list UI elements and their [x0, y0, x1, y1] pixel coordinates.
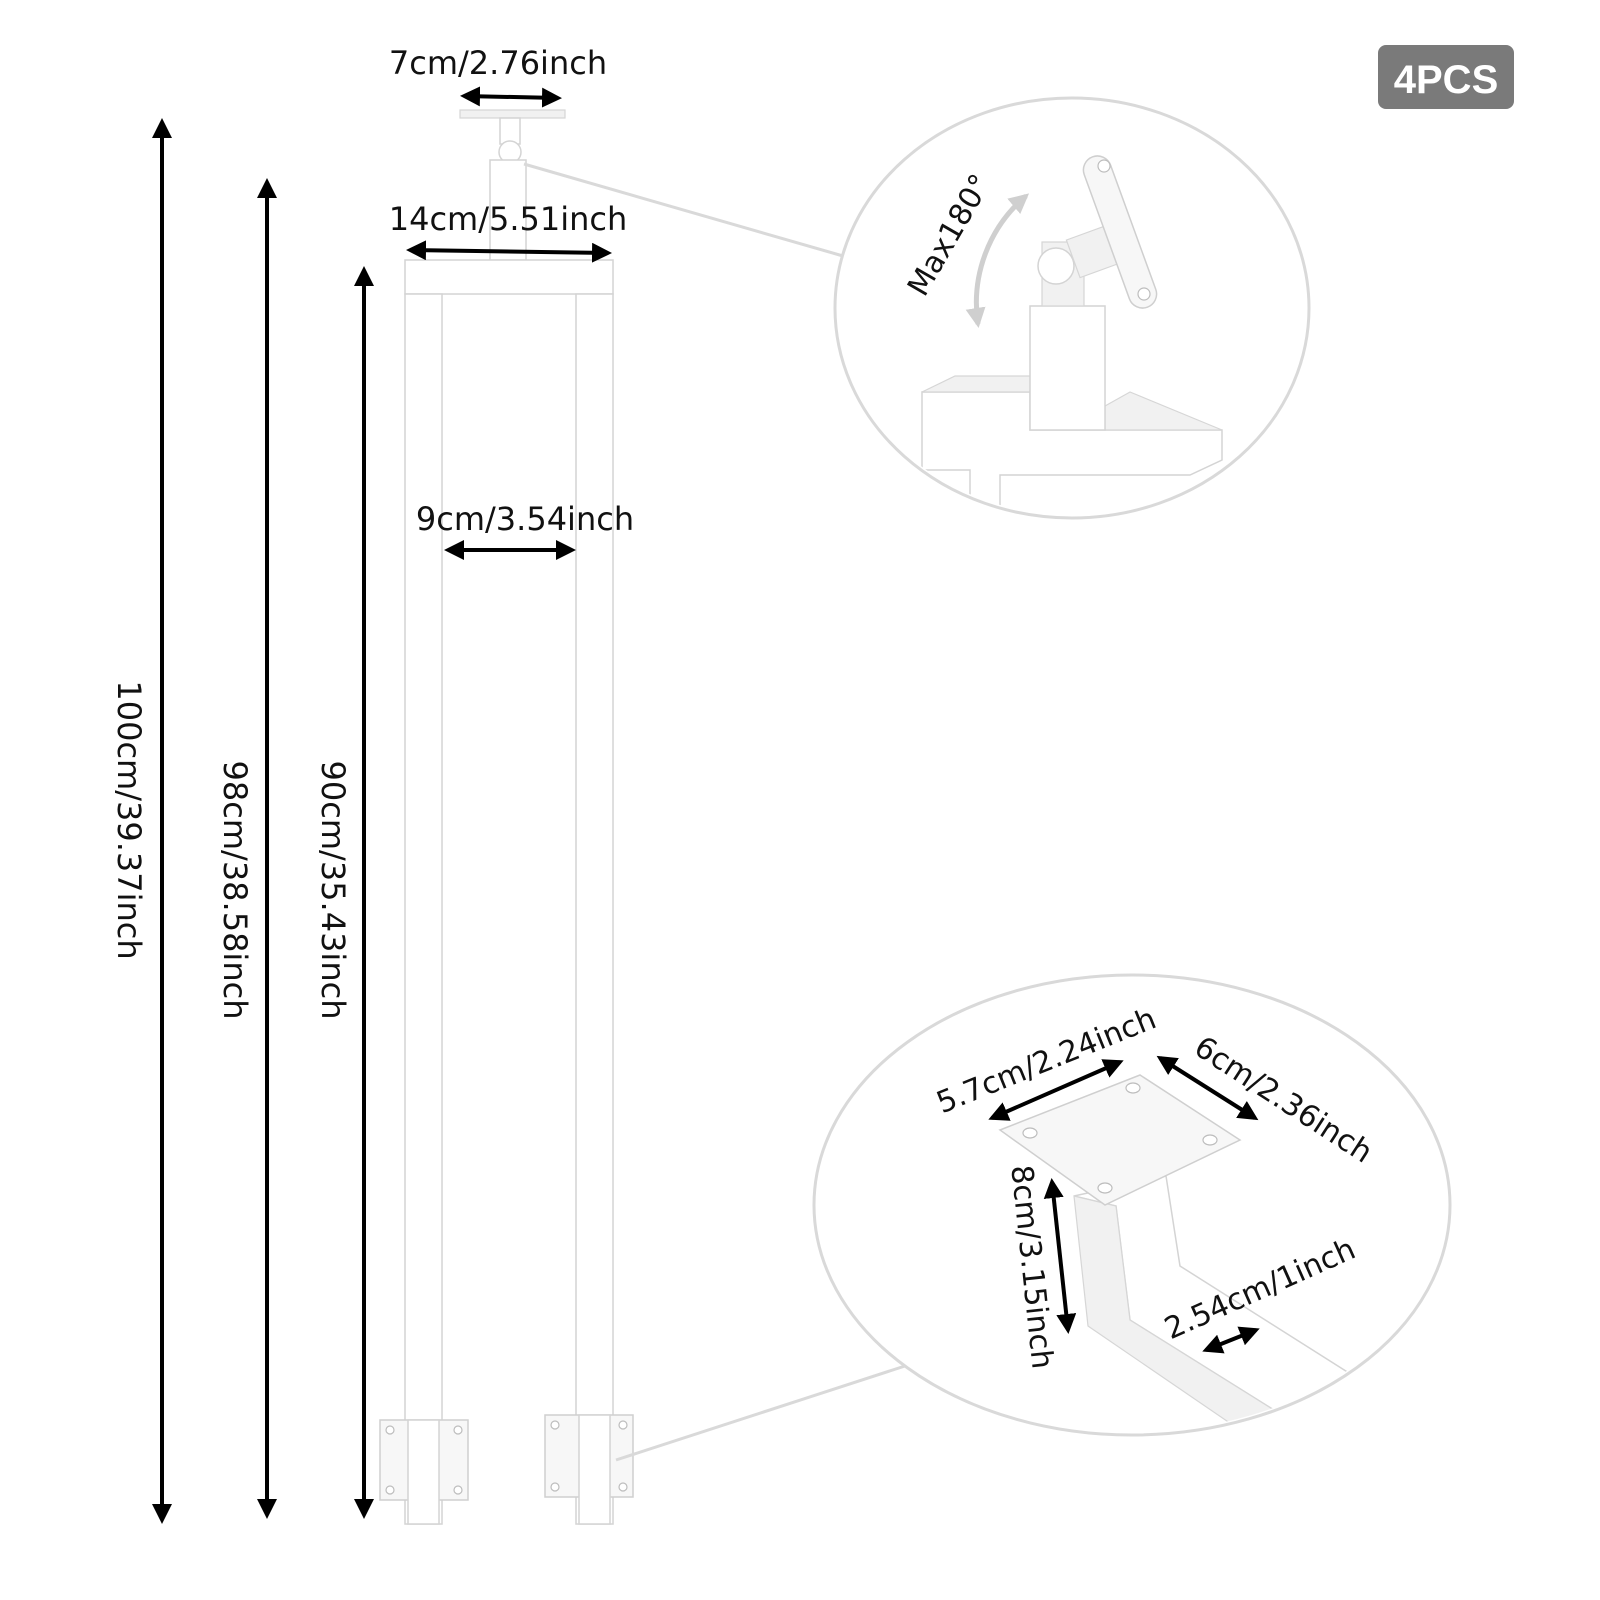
top-post-zoomed [1029, 305, 1106, 431]
top-detail-callout: Max180° [833, 96, 1311, 520]
middle-height-label: 98cm/38.58inch [216, 761, 254, 1020]
frame-right-upright [575, 293, 614, 1525]
mount-hole [1097, 159, 1111, 173]
mount-hole [1097, 1182, 1113, 1194]
frame-width-label: 14cm/5.51inch [389, 200, 628, 238]
frame-height-label: 90cm/35.43inch [314, 761, 352, 1020]
tube-width-arrow [1202, 1326, 1260, 1354]
total-height-label: 100cm/39.37inch [110, 680, 148, 959]
left-upright-foot [407, 1419, 440, 1525]
mount-hole [1125, 1082, 1141, 1094]
quantity-badge: 4PCS [1378, 45, 1514, 109]
badge-label: 4PCS [1394, 58, 1499, 102]
inner-gap-label: 9cm/3.54inch [416, 500, 634, 538]
bracket-height-arrow [1043, 1178, 1077, 1334]
right-upright-foot [578, 1414, 611, 1525]
frame-width-arrow [406, 240, 612, 263]
top-callout-leader [523, 162, 844, 258]
mount-hole [385, 1425, 395, 1435]
top-plate-width-arrow [460, 86, 562, 108]
mount-hole [1022, 1127, 1038, 1139]
mount-hole [1137, 287, 1151, 301]
rotating-mount-plate [1082, 155, 1158, 309]
mount-hole [385, 1485, 395, 1495]
left-bottom-bracket [379, 1419, 469, 1525]
top-swivel-stem [499, 117, 521, 145]
badge-background [1378, 45, 1514, 109]
bottom-detail-callout: 5.7cm/2.24inch 6cm/2.36inch 8cm/3.15inch… [812, 973, 1452, 1437]
mount-hole [550, 1482, 560, 1492]
mount-hole [550, 1420, 560, 1430]
frame-left-upright [404, 293, 443, 1525]
mount-hole [618, 1420, 628, 1430]
plate-length-arrow [988, 1059, 1124, 1121]
swivel-knob [1037, 247, 1075, 285]
mount-hole [618, 1482, 628, 1492]
mount-hole [453, 1485, 463, 1495]
baluster-frame [379, 109, 634, 1525]
rotation-arc-arrow [965, 193, 1030, 328]
top-plate-width-label: 7cm/2.76inch [389, 44, 607, 82]
right-bottom-bracket [544, 1414, 634, 1525]
mount-hole [453, 1425, 463, 1435]
frame-top-bar [404, 259, 614, 295]
mount-hole [1202, 1134, 1218, 1146]
bottom-callout-leader [615, 1364, 906, 1462]
plate-width-arrow [1156, 1055, 1259, 1121]
top-mount-plate [459, 109, 566, 119]
